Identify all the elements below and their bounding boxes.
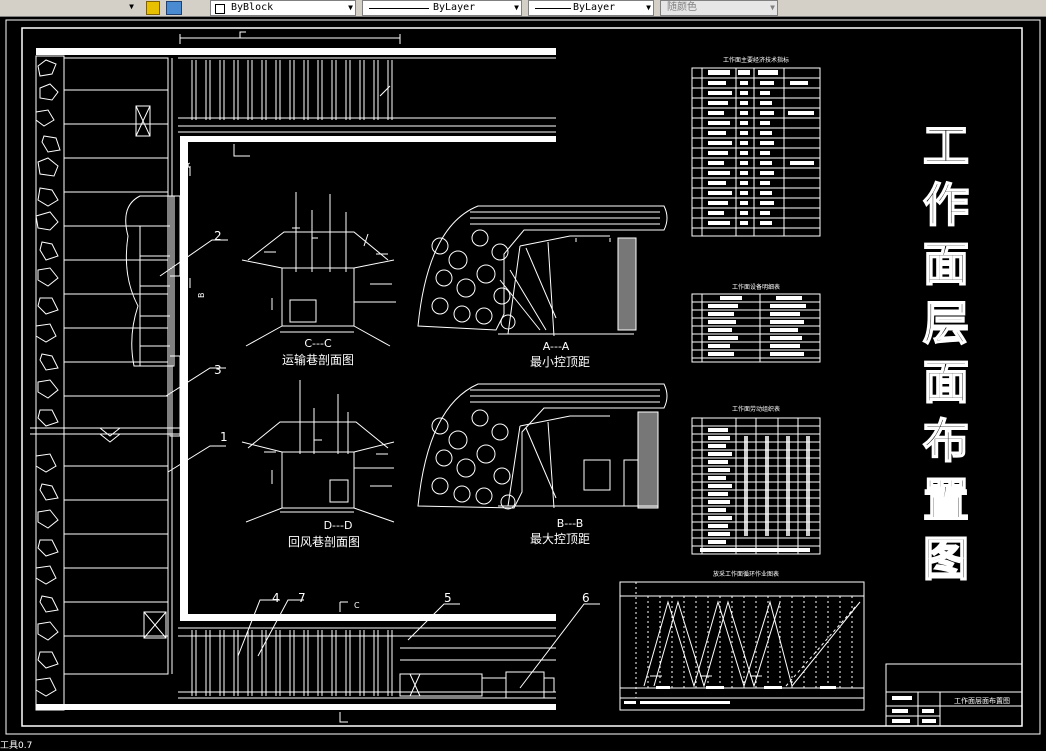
label-sec-b: B: [197, 293, 206, 299]
label-dd: D---D: [324, 519, 353, 532]
leader-lines: [159, 166, 600, 689]
title-char: 面: [923, 237, 969, 291]
label-sec-c: C: [354, 601, 360, 610]
label-bb: B---B: [557, 517, 584, 530]
vertical-title: 工 作 面 层 面 布 置 图: [922, 118, 970, 587]
layer-previous-icon[interactable]: [166, 1, 182, 15]
titleblock-marks: [892, 696, 936, 723]
min-control-title: 最小控顶距: [530, 355, 590, 369]
title-char: 面: [923, 355, 969, 409]
max-control-section: [417, 383, 668, 510]
linetype-preview-icon: [369, 8, 429, 9]
label-n6: 6: [582, 591, 590, 605]
number-labels: 2 3 1 4 7 5 6 A B C: [183, 162, 590, 610]
label-n2: 2: [214, 229, 222, 243]
color-swatch-icon: [215, 4, 225, 14]
outer-frame: [5, 19, 1041, 735]
title-char: 工: [923, 119, 969, 173]
title-block: [885, 663, 1023, 727]
return-section-drawing: [241, 380, 395, 523]
linetype-control-value: ByLayer: [433, 2, 476, 13]
label-sec-a: A: [183, 162, 192, 168]
table1-title: 工作面主要经济技术指标: [723, 56, 789, 64]
lineweight-preview-icon: [535, 8, 571, 9]
lineweight-control-value: ByLayer: [573, 2, 616, 13]
drawing-canvas[interactable]: 2 3 1 4 7 5 6 A B C C---C 运输巷剖面图 D---D 回…: [0, 16, 1046, 738]
title-char: 布: [923, 414, 969, 468]
chart-title: 放采工作面循环作业图表: [713, 570, 779, 578]
equipment-table: [691, 293, 821, 363]
table2-title: 工作面设备明细表: [732, 283, 780, 291]
label-cc: C---C: [304, 337, 332, 350]
table3-title: 工作面劳动组织表: [732, 405, 780, 413]
chevron-down-icon: ▼: [514, 3, 519, 12]
economic-indicators-table: [691, 67, 821, 237]
max-control-title: 最大控顶距: [530, 532, 590, 546]
cycle-operation-chart: [619, 581, 865, 711]
properties-toolbar: ▼ ByBlock ▼ ByLayer ▼ ByLayer ▼ 随颜色 ▼: [0, 0, 1046, 17]
inner-frame: [21, 27, 1023, 727]
title-char: 层: [923, 296, 969, 350]
chart-marks: [624, 686, 836, 704]
chevron-down-icon: ▼: [646, 3, 651, 12]
gateroad-walls: [36, 48, 556, 710]
table2-cell-marks: [708, 296, 806, 356]
linetype-control[interactable]: ByLayer ▼: [362, 0, 522, 16]
labor-organization-table: [691, 417, 821, 555]
lineweight-control[interactable]: ByLayer ▼: [528, 0, 654, 16]
titleblock-drawing-name: 工作面层面布置图: [954, 696, 1010, 705]
title-char: 图: [923, 532, 969, 586]
min-control-section: [417, 205, 668, 337]
chevron-down-icon: ▼: [129, 2, 134, 11]
table3-cell-marks: [700, 428, 810, 552]
color-control-value: ByBlock: [231, 2, 274, 13]
label-n7: 7: [298, 591, 306, 605]
chevron-down-icon: ▼: [348, 3, 353, 12]
chevron-down-icon: ▼: [770, 3, 775, 12]
transport-section-drawing: [241, 192, 396, 347]
layer-states-icon[interactable]: [146, 1, 160, 15]
color-control[interactable]: ByBlock ▼: [210, 0, 356, 16]
face-plan: [30, 55, 181, 711]
plotstyle-control-value: 随颜色: [667, 2, 697, 13]
label-n4: 4: [272, 591, 280, 605]
bottom-gateroad: [178, 601, 556, 723]
table1-cell-marks: [708, 70, 814, 225]
label-n5: 5: [444, 591, 452, 605]
plotstyle-control[interactable]: 随颜色 ▼: [660, 0, 778, 16]
rubble-band: [35, 55, 65, 711]
title-char: 作: [923, 178, 969, 232]
return-section-title: 回风巷剖面图: [288, 535, 360, 549]
top-gateroad: [178, 31, 556, 157]
label-n3: 3: [214, 363, 222, 377]
command-line-status: 工具0.7: [0, 741, 33, 751]
transport-section-title: 运输巷剖面图: [282, 352, 354, 367]
label-aa: A---A: [543, 340, 570, 353]
layer-dropdown-arrow[interactable]: ▼: [126, 0, 136, 14]
label-n1: 1: [220, 430, 228, 444]
title-char: 置: [923, 473, 969, 527]
